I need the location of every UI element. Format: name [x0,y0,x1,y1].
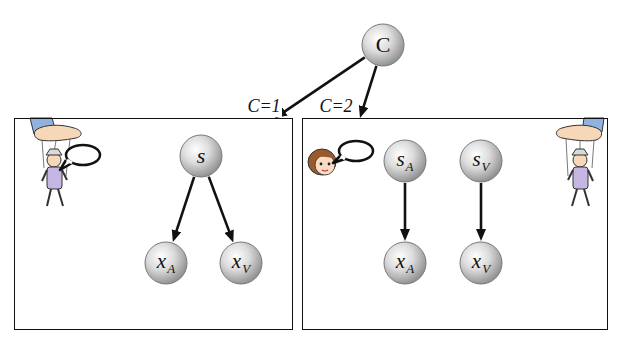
node-label-holder: C [376,34,391,56]
variable-label: s [197,145,206,167]
arrow-connector [209,177,231,236]
arrow-connector [404,183,407,234]
string [42,140,44,168]
panel-heading: C=2 [318,97,353,117]
variable-subscript: A [406,159,414,174]
model-panel: C=1sxAxV [14,118,293,330]
variable-label: xA [157,251,175,275]
eye [328,163,331,166]
node-circle-shape [460,140,502,182]
puppet-arm [62,170,67,180]
node-label-holder: xV [472,251,490,275]
variable-label: xV [472,251,490,275]
panel-heading: C=1 [246,97,281,117]
variable-node: xA [383,241,427,285]
hand [556,125,601,141]
mouth [322,170,328,171]
node-circle-shape [362,24,404,66]
puppet-leg [58,189,63,206]
variable-letter: s [396,147,404,171]
variable-label: C [376,34,391,56]
string [592,140,594,168]
variable-letter: s [472,147,480,171]
node-label-holder: xA [396,251,414,275]
variable-subscript: V [482,159,490,174]
node-circle [383,139,427,183]
variable-subscript: A [406,261,414,276]
fringe [313,152,336,160]
variable-node: sA [383,139,427,183]
variable-subscript: A [167,261,175,276]
variable-node: sV [459,139,503,183]
node-circle-shape [145,242,187,284]
eye [320,163,323,166]
speech-bubble [60,145,100,170]
bubble-tail [333,156,345,163]
hand [34,125,81,141]
puppet-hat [46,149,62,155]
model-panel: C=2sAsVxAxV [302,118,608,330]
variable-letter: x [157,249,166,273]
speech-bubble [333,141,373,163]
bubble-tail [60,160,72,170]
node-circle [459,139,503,183]
variable-node: s [179,134,223,178]
variable-label: xV [232,251,250,275]
string [566,139,568,176]
variable-label: xA [396,251,414,275]
puppet-body [573,167,588,189]
node-label-holder: xA [157,251,175,275]
variable-letter: x [396,249,405,273]
node-circle-shape [460,242,502,284]
variable-subscript: V [482,261,490,276]
hair [308,149,336,175]
bubble-join [67,160,72,163]
bubble [66,145,100,165]
variable-node: xV [459,241,503,285]
variable-subscript: V [242,261,250,276]
node-label-holder: xV [232,251,250,275]
bubble [339,141,373,161]
puppet-arm [568,170,573,180]
puppet-illustration [556,118,604,206]
variable-node: xA [144,241,188,285]
node-label-holder: s [197,145,206,167]
node-label-holder: sA [396,149,413,173]
node-circle-shape [220,242,262,284]
bubble-join [341,156,345,159]
puppet-arm [588,170,593,181]
arrow-connector [175,177,194,236]
girl-illustration [308,149,336,175]
variable-label: sV [472,149,489,173]
node-circle-shape [384,140,426,182]
puppet-leg [47,189,51,206]
variable-node: C [361,23,405,67]
variable-letter: x [232,249,241,273]
arrow-connector [362,66,376,111]
variable-node: xV [219,241,263,285]
puppet-leg [572,189,577,206]
node-label-holder: sV [472,149,489,173]
arrow-connector [480,183,483,234]
puppet-arm [42,170,47,181]
node-circle-shape [384,242,426,284]
node-circle-shape [180,135,222,177]
puppet-leg [584,189,589,206]
puppet-hat [572,149,588,155]
variable-letter: x [472,249,481,273]
variable-label: sA [396,149,413,173]
